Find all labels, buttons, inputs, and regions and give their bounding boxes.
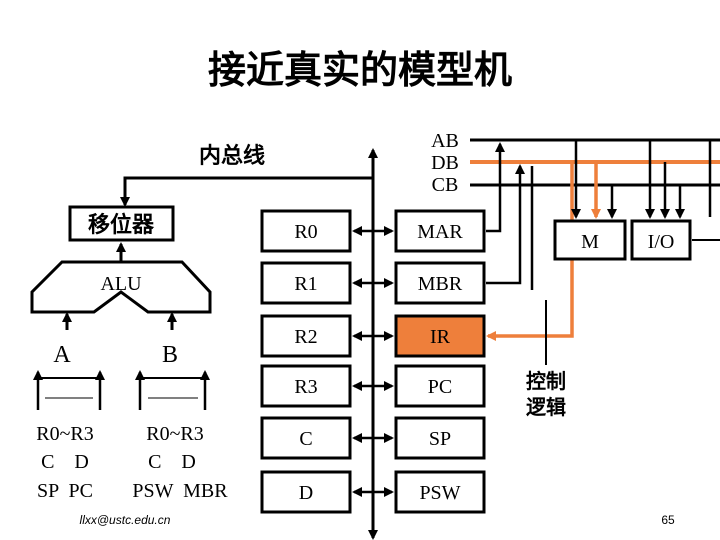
address-bus-label: AB [431,130,459,152]
reg-r3-label: R3 [294,376,317,398]
control-logic-line-2: 逻辑 [526,395,566,419]
reg-r1-box [260,261,352,305]
source-b-line-2: C D [148,451,196,473]
reg-c-label: C [299,428,312,450]
page-title: 接近真实的模型机 [208,48,512,92]
source-list-b: R0~R3 C D PSW MBR [132,423,228,502]
reg-sp-label: SP [429,428,451,450]
data-bus-label: DB [431,152,459,174]
reg-d-label: D [299,482,313,504]
shifter-to-bus-path [120,176,373,207]
reg-c-box [260,416,352,460]
reg-psw-box [394,470,486,514]
footer-email: llxx@ustc.edu.cn [80,513,171,527]
reg-mbr-label: MBR [418,273,463,295]
source-a-line-2: C D [41,451,89,473]
reg-r0-box [260,209,352,253]
mar-to-address-bus [486,142,505,233]
internal-bus-label: 内总线 [199,143,265,169]
source-b-line-1: R0~R3 [146,423,204,445]
shifter-label: 移位器 [88,212,155,238]
reg-mar-box [394,209,486,253]
register-column-right: MAR MBR IR PC SP PSW [394,209,486,514]
source-a-line-1: R0~R3 [36,423,94,445]
reg-r0-label: R0 [294,221,317,243]
reg-mar-label: MAR [417,221,463,243]
memory-box [553,219,627,261]
page-number: 65 [661,513,675,527]
reg-d-box [260,470,352,514]
register-column-left: R0 R1 R2 R3 C D [260,209,352,514]
io-box [630,219,692,261]
reg-a-label: A [53,342,71,368]
alu-label: ALU [100,273,142,295]
reg-b-label: B [162,342,178,368]
source-list-a: R0~R3 C D SP PC [36,423,94,502]
reg-r1-label: R1 [294,273,317,295]
shifter-box [68,205,175,242]
reg-r3-box [260,364,352,408]
memory-label: M [581,231,599,253]
reg-r2-box [260,314,352,358]
reg-ir-box [394,314,486,358]
source-a-line-3: SP PC [37,480,93,502]
bus-register-arrows [352,226,394,497]
io-label: I/O [648,231,675,253]
reg-mbr-box [394,261,486,305]
reg-pc-label: PC [428,376,452,398]
reg-pc-box [394,364,486,408]
mbr-to-data-bus [486,164,525,285]
source-b-line-3: PSW MBR [132,480,228,502]
reg-ir-label: IR [430,326,451,348]
reg-sp-box [394,416,486,460]
reg-r2-label: R2 [294,326,317,348]
reg-psw-label: PSW [419,482,460,504]
control-bus-label: CB [432,174,459,196]
control-logic-line-1: 控制 [526,369,566,393]
alu-shape [30,260,212,314]
